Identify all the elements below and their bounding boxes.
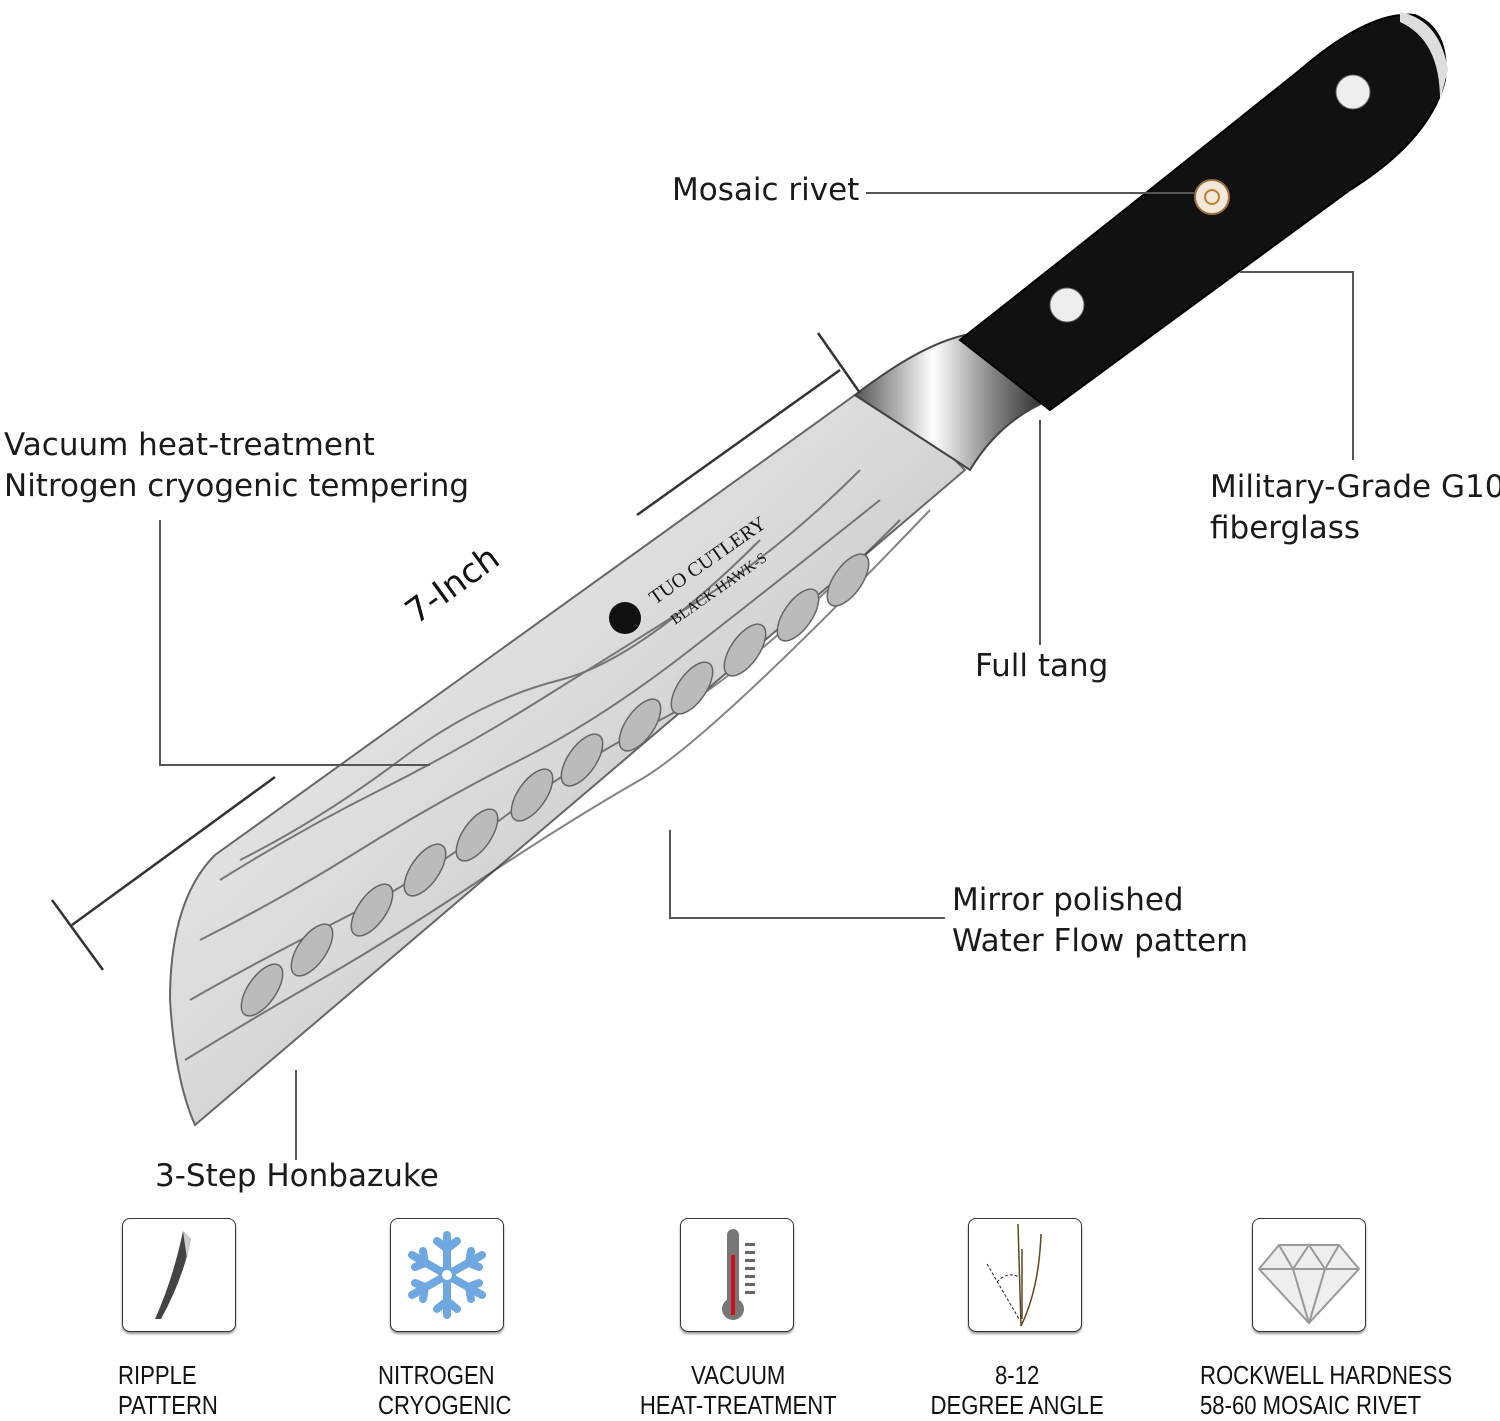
caption-line: CRYOGENIC [378,1390,512,1420]
ripple-blade-icon [122,1218,236,1332]
callout-g10: Military-Grade G10 fiberglass [1210,467,1500,549]
handle-rivet [1049,287,1085,323]
caption-line: 8-12 [994,1360,1040,1390]
caption-line: HEAT-TREATMENT [639,1390,837,1420]
caption-line: DEGREE ANGLE [930,1390,1104,1420]
diamond-icon [1252,1218,1366,1332]
thermometer-icon [680,1218,794,1332]
callout-mirror: Mirror polished Water Flow pattern [952,880,1248,962]
caption-line: VACUUM [691,1360,786,1390]
callout-lines [159,192,1354,1160]
callout-honbazuke: 3-Step Honbazuke [155,1158,439,1194]
callout-mosaic-rivet: Mosaic rivet [672,172,860,208]
callout-vacuum-line2: Nitrogen cryogenic tempering [4,468,470,504]
handle-rivet [1335,74,1371,110]
caption-line: 58-60 MOSAIC RIVET [1200,1390,1422,1420]
dimension-lines [50,332,862,971]
caption-line: ROCKWELL HARDNESS [1200,1360,1453,1390]
caption-line: PATTERN [118,1390,218,1420]
callout-mirror-line2: Water Flow pattern [952,923,1249,959]
angle-icon [968,1218,1082,1332]
mosaic-rivet [1194,179,1230,215]
callout-mirror-line1: Mirror polished [952,882,1184,918]
callout-g10-line1: Military-Grade G10 [1210,469,1500,505]
callout-vacuum-line1: Vacuum heat-treatment [4,427,375,463]
callout-full-tang: Full tang [975,648,1109,684]
callout-g10-line2: fiberglass [1210,510,1361,546]
granton-dimples [240,553,870,1017]
callout-vacuum: Vacuum heat-treatment Nitrogen cryogenic… [4,425,469,507]
snowflake-icon [390,1218,504,1332]
caption-line: NITROGEN [378,1360,495,1390]
caption-line: RIPPLE [118,1360,197,1390]
